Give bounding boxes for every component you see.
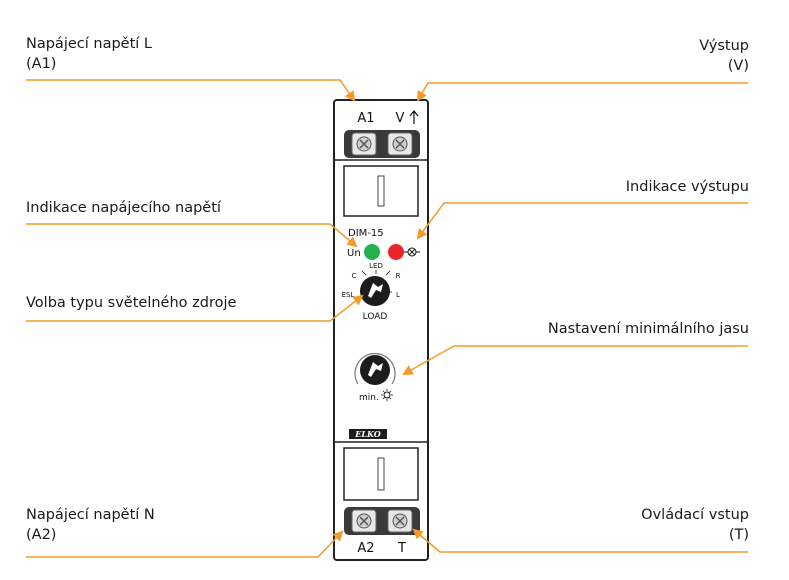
- leader-supply-n: [26, 530, 344, 558]
- terminal-v-label: V: [396, 111, 405, 126]
- supply-led: [364, 244, 380, 260]
- label-light-source: Volba typu světelného zdroje: [26, 295, 237, 311]
- selector-pos-c: C: [352, 272, 357, 280]
- lamp-icon: [404, 247, 420, 257]
- load-selector-knob[interactable]: [360, 276, 390, 306]
- terminal-a2-label: A2: [357, 541, 374, 556]
- leader-supply-l: [26, 79, 356, 102]
- leader-output: [416, 82, 748, 102]
- label-supply-n: Napájecí napětí N (A2): [26, 507, 155, 543]
- leader-supply-indication: [26, 223, 358, 248]
- screw-icon[interactable]: [387, 132, 413, 156]
- min-knob-label: min.: [359, 393, 379, 403]
- led-supply-label: Un: [347, 248, 361, 259]
- label-supply-indication: Indikace napájecího napětí: [26, 200, 221, 216]
- leader-control-input: [412, 528, 748, 553]
- label-control-input: Ovládací vstup (T): [641, 507, 749, 543]
- screw-icon[interactable]: [387, 509, 413, 533]
- brand-logo: [349, 429, 387, 439]
- brand-text: ELKO: [354, 429, 380, 439]
- selector-pos-esl: ESL: [342, 291, 355, 299]
- output-led: [388, 244, 404, 260]
- label-output-indication: Indikace výstupu: [625, 179, 749, 195]
- label-min-brightness: Nastavení minimálního jasu: [547, 321, 749, 337]
- sun-icon: [381, 389, 393, 401]
- terminal-t-label: T: [397, 541, 406, 556]
- leader-min-brightness: [402, 345, 748, 376]
- label-output: Výstup (V): [699, 38, 749, 74]
- selector-pos-l: L: [396, 291, 400, 299]
- leader-output-indication: [416, 202, 748, 240]
- terminal-a1-label: A1: [357, 111, 374, 126]
- screw-icon[interactable]: [351, 509, 377, 533]
- label-supply-l: Napájecí napětí L (A1): [26, 36, 152, 72]
- screw-icon[interactable]: [351, 132, 377, 156]
- model-label: DIM-15: [348, 228, 384, 239]
- selector-label: LOAD: [363, 312, 388, 322]
- selector-pos-r: R: [396, 272, 401, 280]
- leader-light-source: [26, 294, 364, 322]
- min-brightness-knob[interactable]: [360, 355, 390, 385]
- arrow-up-icon: [409, 110, 419, 124]
- selector-pos-led: LED: [369, 262, 383, 270]
